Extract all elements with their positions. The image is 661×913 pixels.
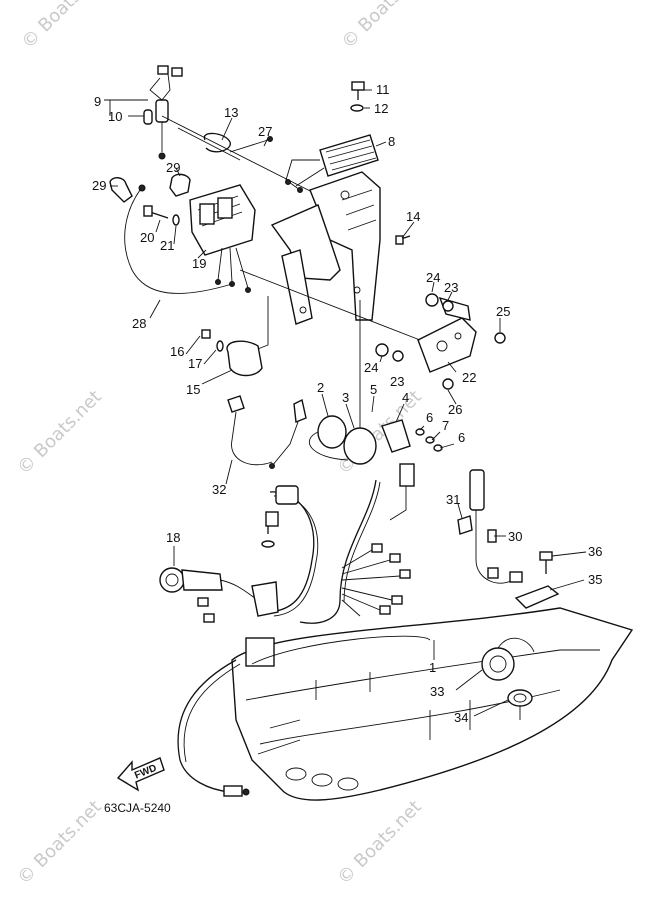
callout-17: 17 <box>188 356 202 371</box>
callout-6: 6 <box>458 430 465 445</box>
ignition-coil-2-3 <box>308 415 377 465</box>
callout-21: 21 <box>160 238 174 253</box>
diagram-code: 63CJA-5240 <box>104 801 171 815</box>
callout-24: 24 <box>364 360 378 375</box>
callout-3: 3 <box>342 390 349 405</box>
callout-numbers: 1 2 3 4 5 6 6 7 8 9 10 11 12 13 14 15 16… <box>92 82 602 725</box>
callout-28: 28 <box>132 316 146 331</box>
bracket-22 <box>375 293 506 390</box>
callout-16: 16 <box>170 344 184 359</box>
callout-10: 10 <box>108 109 122 124</box>
callout-4: 4 <box>402 390 409 405</box>
electrical-bracket <box>270 171 381 325</box>
callout-24: 24 <box>426 270 440 285</box>
watermark: © Boats.net <box>13 796 105 888</box>
callout-23: 23 <box>444 280 458 295</box>
callout-29: 29 <box>166 160 180 175</box>
callout-20: 20 <box>140 230 154 245</box>
watermark: © Boats.net <box>18 0 110 53</box>
regulator-8 <box>285 134 379 193</box>
callout-22: 22 <box>462 370 476 385</box>
callout-29: 29 <box>92 178 106 193</box>
callout-35: 35 <box>588 572 602 587</box>
upper-assembly <box>109 65 506 469</box>
callout-32: 32 <box>212 482 226 497</box>
callout-1: 1 <box>429 660 436 675</box>
callout-12: 12 <box>374 101 388 116</box>
callout-15: 15 <box>186 382 200 397</box>
fwd-label: FWD <box>133 763 158 782</box>
callout-36: 36 <box>588 544 602 559</box>
callout-13: 13 <box>224 105 238 120</box>
forward-arrow-icon: FWD <box>116 757 165 792</box>
callout-27: 27 <box>258 124 272 139</box>
callout-7: 7 <box>442 418 449 433</box>
watermark: © Boats.net <box>13 386 105 478</box>
callout-layer <box>104 89 587 717</box>
callout-30: 30 <box>508 529 522 544</box>
callout-9: 9 <box>94 94 101 109</box>
watermark: © Boats.net <box>333 796 425 888</box>
main-harness-plug-18 <box>159 567 279 623</box>
wire-harness <box>159 463 560 624</box>
watermark: © Boats.net <box>338 0 430 53</box>
callout-31: 31 <box>446 492 460 507</box>
callout-5: 5 <box>370 382 377 397</box>
callout-19: 19 <box>192 256 206 271</box>
callout-8: 8 <box>388 134 395 149</box>
cdi-unit-19 <box>189 184 256 293</box>
callout-14: 14 <box>406 209 420 224</box>
callout-26: 26 <box>448 402 462 417</box>
callout-2: 2 <box>317 380 324 395</box>
callout-18: 18 <box>166 530 180 545</box>
callout-25: 25 <box>496 304 510 319</box>
callout-23: 23 <box>390 374 404 389</box>
bottom-cowling <box>177 607 634 801</box>
callout-33: 33 <box>430 684 444 699</box>
callout-11: 11 <box>376 82 390 97</box>
callout-34: 34 <box>454 710 468 725</box>
callout-6: 6 <box>426 410 433 425</box>
